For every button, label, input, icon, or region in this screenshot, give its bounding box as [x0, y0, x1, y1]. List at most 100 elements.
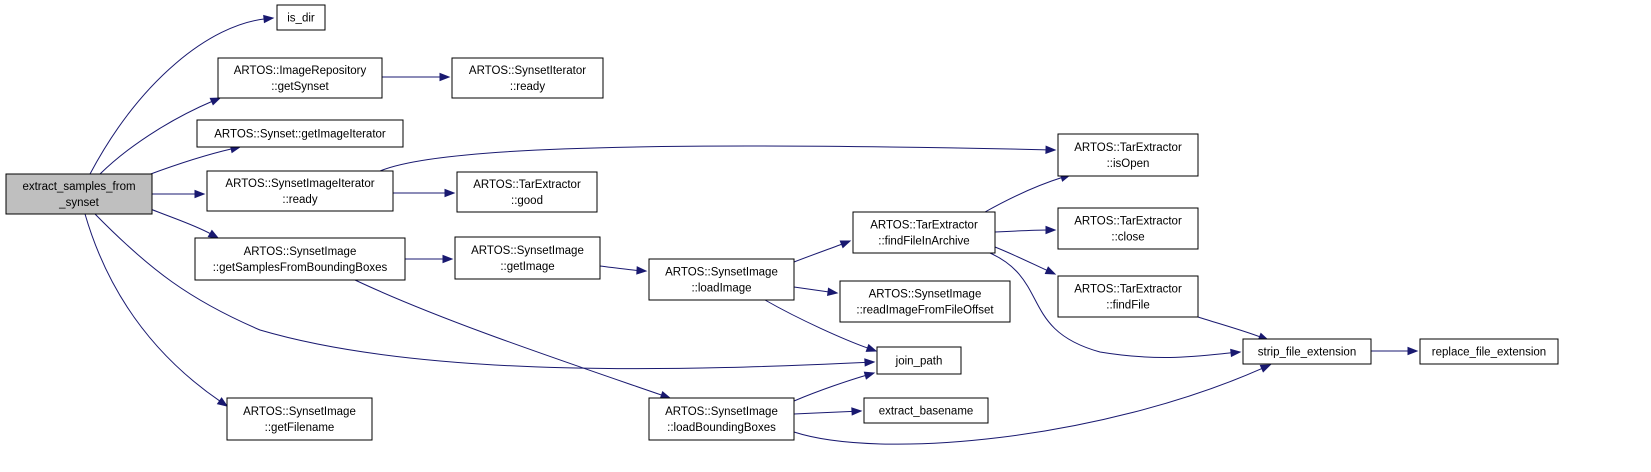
node-tar-findfileinarchive[interactable]: ARTOS::TarExtractor::findFileInArchive [852, 211, 996, 254]
arrowhead [444, 188, 456, 198]
node-tar-isopen[interactable]: ARTOS::TarExtractor::isOpen [1057, 133, 1199, 177]
node-label: ::loadImage [691, 283, 751, 295]
node-box [648, 258, 795, 301]
edge-line [147, 148, 233, 176]
node-tar-good[interactable]: ARTOS::TarExtractor::good [456, 171, 598, 213]
node-label: ::getImage [500, 261, 554, 273]
node-box [876, 346, 962, 375]
node-label: ARTOS::ImageRepository [234, 65, 367, 77]
node-si-loadimage[interactable]: ARTOS::SynsetImage::loadImage [648, 258, 795, 301]
node-si-getimage[interactable]: ARTOS::SynsetImage::getImage [454, 236, 601, 280]
arrowhead [207, 229, 220, 239]
edge-line [793, 243, 843, 263]
edge-line [94, 213, 867, 370]
node-label: _synset [58, 197, 99, 209]
node-box [1057, 275, 1199, 318]
node-label: ARTOS::TarExtractor [1074, 216, 1182, 228]
edge-line [89, 18, 266, 175]
edge-si_loadimage-to-join_path [764, 299, 878, 352]
arrowhead [439, 72, 451, 82]
node-label: replace_file_extension [1432, 347, 1546, 359]
node-label: ARTOS::SynsetImage [665, 267, 778, 279]
arrowhead [865, 343, 878, 352]
node-label: ::getFilename [265, 422, 335, 434]
node-synset-getimageiterator[interactable]: ARTOS::Synset::getImageIterator [196, 119, 404, 148]
node-tar-close[interactable]: ARTOS::TarExtractor::close [1057, 207, 1199, 250]
node-label: ARTOS::Synset::getImageIterator [214, 129, 386, 141]
node-label: ::loadBoundingBoxes [667, 422, 776, 434]
arrowhead [1230, 348, 1242, 358]
node-extract-basename[interactable]: extract_basename [863, 397, 989, 424]
edge-line [764, 299, 869, 349]
arrowhead [827, 287, 839, 296]
arrowhead [194, 189, 206, 199]
edge-tar_findfileinarchive-to-tar_findfile [994, 246, 1057, 275]
node-label: join_path [895, 356, 943, 368]
node-label: ::getSynset [271, 81, 329, 93]
node-label: extract_basename [879, 406, 974, 418]
edge-line [793, 410, 854, 415]
node-box [196, 119, 404, 148]
node-box [217, 57, 383, 99]
node-label: ::ready [282, 194, 317, 206]
edge-extract_samples-to-si_getfilename [84, 213, 229, 407]
arrowhead [1407, 346, 1419, 356]
edge-si_loadimage-to-tar_findfileinarchive [793, 240, 852, 263]
node-is-dir[interactable]: is_dir [276, 4, 326, 31]
node-si-readimage[interactable]: ARTOS::SynsetImage::readImageFromFileOff… [839, 280, 1011, 323]
node-label: ::ready [510, 81, 545, 93]
node-synsetimageiter-ready[interactable]: ARTOS::SynsetImageIterator::ready [206, 170, 394, 212]
node-tar-findfile[interactable]: ARTOS::TarExtractor::findFile [1057, 275, 1199, 318]
node-box [226, 397, 373, 441]
node-replace-file-extension[interactable]: replace_file_extension [1419, 338, 1559, 365]
node-label: strip_file_extension [1258, 347, 1356, 359]
node-si-getsamples[interactable]: ARTOS::SynsetImage::getSamplesFromBoundi… [194, 237, 406, 281]
edge-line [793, 367, 1263, 445]
edge-synsetimageiter_ready-to-tar_good [393, 188, 456, 198]
node-label: ARTOS::SynsetImageIterator [225, 178, 374, 190]
edge-si_loadboundingboxes-to-join_path [793, 371, 876, 402]
node-label: ::readImageFromFileOffset [856, 305, 994, 317]
edge-line [793, 374, 867, 402]
edge-si_getsamples-to-si_loadboundingboxes [354, 279, 672, 399]
edges-layer [84, 14, 1419, 445]
edge-line [354, 279, 663, 396]
edge-extract_samples-to-join_path [94, 213, 876, 370]
node-imgrepo-getsynset[interactable]: ARTOS::ImageRepository::getSynset [217, 57, 383, 99]
arrowhead [209, 97, 222, 106]
node-si-getfilename[interactable]: ARTOS::SynsetImage::getFilename [226, 397, 373, 441]
edge-line [984, 176, 1063, 213]
edge-tar_findfileinarchive-to-tar_close [994, 225, 1057, 235]
node-box [1057, 207, 1199, 250]
node-synsetiter-ready[interactable]: ARTOS::SynsetIterator::ready [451, 57, 604, 99]
edge-line [994, 246, 1048, 272]
node-join-path[interactable]: join_path [876, 346, 962, 375]
node-strip-file-extension[interactable]: strip_file_extension [1242, 338, 1372, 365]
arrowhead [263, 14, 275, 24]
arrowhead [863, 371, 876, 380]
edge-tar_findfileinarchive-to-strip_file_extension [989, 252, 1242, 359]
node-label: ARTOS::TarExtractor [1074, 142, 1182, 154]
edge-line [147, 207, 212, 235]
node-label: ARTOS::TarExtractor [1074, 284, 1182, 296]
edge-extract_samples-to-imgrepo_getsynset [99, 97, 222, 175]
edge-synsetimageiter_ready-to-tar_isopen [379, 145, 1057, 172]
node-box [194, 237, 406, 281]
node-label: ARTOS::TarExtractor [473, 179, 581, 191]
edge-si_loadboundingboxes-to-extract_basename [793, 407, 863, 416]
node-box [839, 280, 1011, 323]
edge-line [989, 252, 1233, 359]
edge-line [599, 265, 639, 272]
edge-si_getimage-to-si_loadimage [599, 265, 648, 275]
arrowhead [636, 266, 648, 275]
node-box [1057, 133, 1199, 177]
node-extract-samples[interactable]: extract_samples_from_synset [5, 173, 153, 215]
node-box [206, 170, 394, 212]
node-label: ARTOS::TarExtractor [870, 220, 978, 232]
node-box [648, 397, 795, 441]
node-box [852, 211, 996, 254]
arrowhead [1259, 364, 1272, 373]
edge-extract_samples-to-synsetimageiter_ready [147, 189, 206, 199]
node-si-loadboundingboxes[interactable]: ARTOS::SynsetImage::loadBoundingBoxes [648, 397, 795, 441]
